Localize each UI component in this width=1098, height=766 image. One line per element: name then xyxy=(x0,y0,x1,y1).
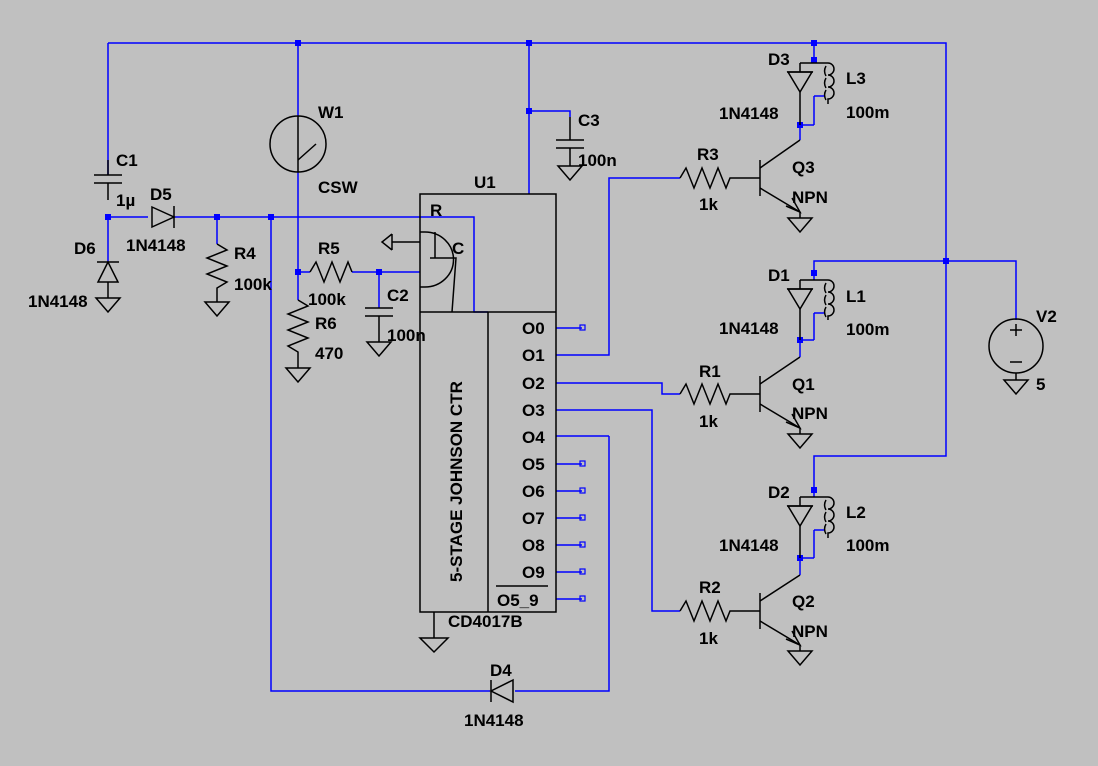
u1-cd4017b[interactable]: U1 CD4017B R C 5-STAGE JOHNSON CTR O0 O1… xyxy=(380,173,586,654)
r3-value: 1k xyxy=(699,195,718,214)
u1-pin-o1: O1 xyxy=(522,346,545,365)
c1-name: C1 xyxy=(116,151,138,170)
q1-value: NPN xyxy=(792,404,828,423)
d1-name: D1 xyxy=(768,266,790,285)
q3-value: NPN xyxy=(792,188,828,207)
q3-name: Q3 xyxy=(792,158,815,177)
l3-inductor[interactable]: L3 100m xyxy=(814,62,889,122)
r2-name: R2 xyxy=(699,578,721,597)
d3-diode[interactable]: D3 1N4148 xyxy=(719,50,814,125)
c1-capacitor[interactable]: C1 1µ xyxy=(94,151,138,210)
stage-2: D2 1N4148 L2 100m R2 1k Q2 NPN xyxy=(679,483,889,667)
u1-pin-o8: O8 xyxy=(522,536,545,555)
r6-name: R6 xyxy=(315,314,337,333)
r2-value: 1k xyxy=(699,629,718,648)
d6-name: D6 xyxy=(74,239,96,258)
r4-name: R4 xyxy=(234,244,256,263)
v2-value: 5 xyxy=(1036,375,1045,394)
q1-transistor[interactable]: Q1 NPN xyxy=(759,356,828,450)
stage-1: D1 1N4148 L1 100m R1 1k Q1 NPN xyxy=(679,266,889,450)
d2-value: 1N4148 xyxy=(719,536,779,555)
l2-name: L2 xyxy=(846,503,866,522)
u1-outputs: O0 O1 O2 O3 O4 O5 O6 O7 O8 O9 O5_9 xyxy=(496,319,548,610)
r4-resistor[interactable]: R4 100k xyxy=(203,243,272,318)
r6-value: 470 xyxy=(315,344,343,363)
u1-part: CD4017B xyxy=(448,612,523,631)
l2-value: 100m xyxy=(846,536,889,555)
r1-resistor[interactable]: R1 1k xyxy=(679,362,760,431)
u1-pin-o4: O4 xyxy=(522,428,545,447)
l1-name: L1 xyxy=(846,287,866,306)
q3-transistor[interactable]: Q3 NPN xyxy=(759,139,828,234)
q2-transistor[interactable]: Q2 NPN xyxy=(759,574,828,667)
d6-value: 1N4148 xyxy=(28,292,88,311)
d2-name: D2 xyxy=(768,483,790,502)
no-connect-flags xyxy=(579,324,586,602)
u1-pin-o2: O2 xyxy=(522,374,545,393)
c2-capacitor[interactable]: C2 100n xyxy=(365,286,426,358)
d2-diode[interactable]: D2 1N4148 xyxy=(719,483,814,558)
l3-value: 100m xyxy=(846,103,889,122)
u1-name: U1 xyxy=(474,173,496,192)
c3-name: C3 xyxy=(578,111,600,130)
u1-body-label: 5-STAGE JOHNSON CTR xyxy=(447,381,466,582)
u1-pin-o5: O5 xyxy=(522,455,545,474)
d3-value: 1N4148 xyxy=(719,104,779,123)
l3-name: L3 xyxy=(846,69,866,88)
d3-name: D3 xyxy=(768,50,790,69)
r5-name: R5 xyxy=(318,239,340,258)
r5-value: 100k xyxy=(308,290,346,309)
junctions xyxy=(105,40,949,561)
q1-name: Q1 xyxy=(792,375,815,394)
u1-pin-r: R xyxy=(430,201,442,220)
r3-name: R3 xyxy=(697,145,719,164)
d1-diode[interactable]: D1 1N4148 xyxy=(719,266,814,340)
wires xyxy=(107,42,1017,692)
w1-name: W1 xyxy=(318,103,344,122)
u1-pin-o3: O3 xyxy=(522,401,545,420)
l1-value: 100m xyxy=(846,320,889,339)
r2-resistor[interactable]: R2 1k xyxy=(679,578,760,648)
l1-inductor[interactable]: L1 100m xyxy=(814,279,889,339)
q2-value: NPN xyxy=(792,622,828,641)
d4-name: D4 xyxy=(490,661,512,680)
r1-value: 1k xyxy=(699,412,718,431)
u1-pin-o7: O7 xyxy=(522,509,545,528)
stage-3: D3 1N4148 L3 100m R3 1k Q3 NPN xyxy=(679,50,889,234)
l2-inductor[interactable]: L2 100m xyxy=(814,496,889,555)
d6-diode[interactable]: D6 1N4148 xyxy=(28,239,122,314)
d5-name: D5 xyxy=(150,185,172,204)
v2-name: V2 xyxy=(1036,307,1057,326)
r6-resistor[interactable]: R6 470 xyxy=(284,299,343,384)
u1-pin-o9: O9 xyxy=(522,563,545,582)
w1-switch[interactable]: W1 CSW xyxy=(269,103,359,197)
d5-value: 1N4148 xyxy=(126,236,186,255)
c2-name: C2 xyxy=(387,286,409,305)
d1-value: 1N4148 xyxy=(719,319,779,338)
q2-name: Q2 xyxy=(792,592,815,611)
r3-resistor[interactable]: R3 1k xyxy=(679,145,760,214)
c2-value: 100n xyxy=(387,326,426,345)
v2-voltage-source[interactable]: V2 5 xyxy=(988,307,1057,396)
r5-resistor[interactable]: R5 100k xyxy=(308,239,353,309)
c1-value: 1µ xyxy=(116,191,135,210)
d4-diode[interactable]: D4 1N4148 xyxy=(464,661,524,730)
d4-value: 1N4148 xyxy=(464,711,524,730)
u1-pin-o6: O6 xyxy=(522,482,545,501)
w1-value: CSW xyxy=(318,178,359,197)
u1-pin-o0: O0 xyxy=(522,319,545,338)
c3-value: 100n xyxy=(578,151,617,170)
r4-value: 100k xyxy=(234,275,272,294)
r1-name: R1 xyxy=(699,362,721,381)
d5-diode[interactable]: D5 1N4148 xyxy=(126,185,186,255)
c3-capacitor[interactable]: C3 100n xyxy=(556,111,617,182)
u1-pin-c: C xyxy=(452,239,464,258)
u1-pin-o5-9: O5_9 xyxy=(497,591,539,610)
